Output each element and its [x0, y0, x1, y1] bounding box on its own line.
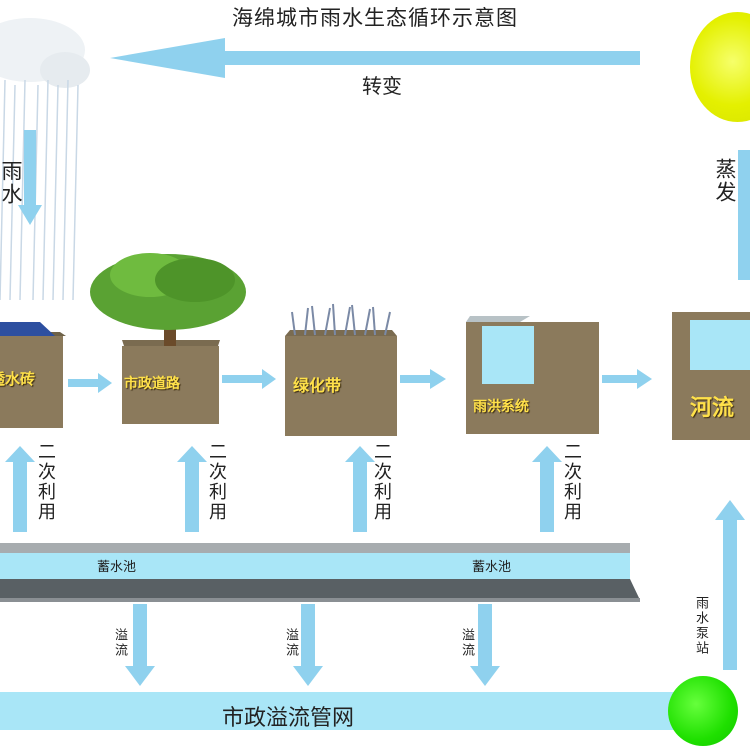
block-label-river: 河流 [690, 396, 735, 421]
block-label-municipal-road: 市政道路 [124, 376, 180, 392]
block-label-permeable-brick: 透水砖 [0, 370, 36, 388]
block-green-belt [285, 330, 397, 436]
municipal-overflow-arrow [0, 692, 680, 730]
rain-cloud-icon [0, 18, 90, 88]
block-label-stormwater-system: 雨洪系统 [473, 399, 529, 415]
evaporate-label: 蒸发 [713, 158, 737, 204]
reuse-label-2: 二次利用 [206, 442, 227, 522]
block-permeable-brick [0, 322, 66, 428]
rain-down-arrow [18, 130, 42, 225]
overflow-label-3: 溢流 [459, 628, 474, 658]
evaporate-arrow [738, 150, 750, 280]
reuse-arrows [5, 446, 562, 532]
overflow-label-1: 溢流 [112, 628, 127, 658]
diagram-title: 海绵城市雨水生态循环示意图 [232, 6, 518, 30]
transform-arrow [110, 38, 640, 78]
block-label-green-belt: 绿化带 [293, 376, 342, 395]
reuse-label-4: 二次利用 [561, 442, 582, 522]
block-stormwater-system [466, 316, 599, 434]
reservoir-label-2: 蓄水池 [472, 560, 512, 575]
municipal-overflow-label: 市政溢流管网 [222, 706, 355, 731]
grass-icon [291, 303, 391, 336]
block-arrows [68, 369, 652, 393]
reservoir-label-1: 蓄水池 [97, 560, 137, 575]
rain-streaks [0, 79, 79, 301]
block-river [672, 312, 750, 440]
overflow-label-2: 溢流 [283, 628, 298, 658]
overflow-arrows [125, 604, 500, 686]
pump-station-icon [668, 676, 738, 746]
transform-label: 转变 [362, 74, 402, 98]
pump-station-label: 雨水泵站 [693, 596, 708, 656]
reservoir-slab [0, 543, 640, 602]
reuse-label-3: 二次利用 [371, 442, 392, 522]
pump-up-arrow [715, 500, 745, 670]
reuse-label-1: 二次利用 [35, 442, 56, 522]
tree-icon [90, 253, 246, 346]
rain-label: 雨水 [0, 160, 23, 206]
